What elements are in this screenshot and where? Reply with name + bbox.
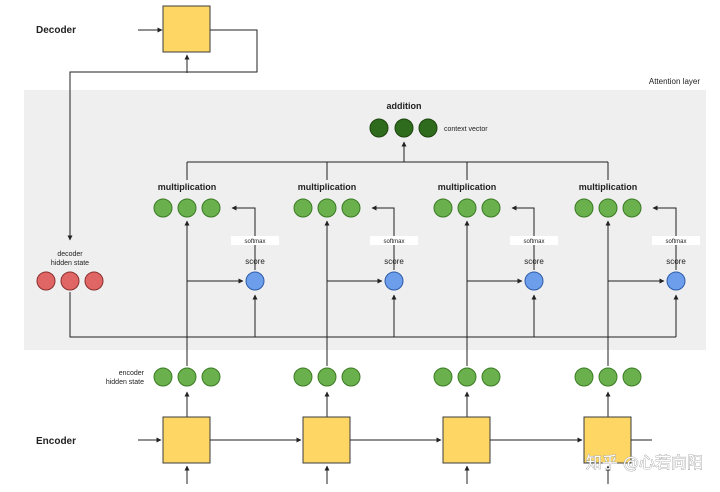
encoder-hidden-state-label-line1: encoder: [119, 370, 145, 377]
weighted-unit-3: [341, 198, 361, 218]
encoder-cell: [442, 416, 491, 464]
softmax-label: softmax: [665, 239, 686, 245]
column-2: multiplication softmax score: [293, 162, 418, 484]
score-label: score: [384, 257, 404, 266]
score-unit: [245, 271, 265, 291]
encoder-hidden-unit-2: [177, 367, 197, 387]
context-vector-unit-1: [369, 118, 389, 138]
context-vector-label: context vector: [444, 126, 488, 133]
score-label: score: [524, 257, 544, 266]
encoder-hidden-unit-1: [574, 367, 594, 387]
encoder-hidden-unit-3: [481, 367, 501, 387]
decoder-hidden-state-label-line2: hidden state: [51, 260, 89, 267]
weighted-unit-3: [622, 198, 642, 218]
softmax-arrow: [231, 205, 256, 270]
decoder-hidden-unit-2: [60, 271, 80, 291]
encoder-hidden-unit-3: [201, 367, 221, 387]
weighted-unit-2: [177, 198, 197, 218]
weighted-unit-2: [457, 198, 477, 218]
attention-layer-label: Attention layer: [649, 77, 700, 86]
weighted-unit-2: [598, 198, 618, 218]
softmax-box: [510, 236, 558, 245]
softmax-arrow: [511, 205, 535, 270]
encoder-hidden-unit-1: [433, 367, 453, 387]
encoder-hidden-unit-2: [598, 367, 618, 387]
weighted-unit-3: [481, 198, 501, 218]
encoder-hidden-unit-3: [341, 367, 361, 387]
decoder-cell: [162, 5, 211, 53]
softmax-arrow: [652, 205, 677, 270]
encoder-hidden-unit-2: [457, 367, 477, 387]
context-vector-unit-3: [418, 118, 438, 138]
encoder-cell: [583, 416, 632, 464]
softmax-label: softmax: [383, 239, 404, 245]
multiplication-label: multiplication: [158, 182, 217, 192]
multiplication-label: multiplication: [579, 182, 638, 192]
column-4: multiplication softmax score: [574, 162, 700, 484]
encoder-hidden-unit-1: [293, 367, 313, 387]
weighted-unit-1: [574, 198, 594, 218]
encoder-label: Encoder: [36, 436, 76, 447]
context-vector-unit-2: [394, 118, 414, 138]
softmax-box: [370, 236, 418, 245]
decoder-hidden-unit-1: [36, 271, 56, 291]
score-label: score: [666, 257, 686, 266]
weighted-unit-1: [153, 198, 173, 218]
encoder-cell: [302, 416, 351, 464]
encoder-hidden-unit-2: [317, 367, 337, 387]
column-3: multiplication softmax score: [433, 162, 558, 484]
score-unit: [384, 271, 404, 291]
decoder-label: Decoder: [36, 25, 76, 36]
softmax-box: [652, 236, 700, 245]
encoder-hidden-unit-3: [622, 367, 642, 387]
multiplication-label: multiplication: [298, 182, 357, 192]
encoder-hidden-state-label-line2: hidden state: [106, 379, 144, 386]
weighted-unit-1: [293, 198, 313, 218]
watermark: 知乎 @心若向阳: [586, 453, 703, 472]
weighted-unit-3: [201, 198, 221, 218]
decoder-to-hidden-state-line: [67, 29, 258, 241]
score-label: score: [245, 257, 265, 266]
weighted-unit-2: [317, 198, 337, 218]
softmax-label: softmax: [523, 239, 544, 245]
encoder-cell: [162, 416, 211, 464]
decoder-hidden-state-label-line1: decoder: [57, 251, 83, 258]
softmax-arrow: [371, 205, 395, 270]
score-unit: [524, 271, 544, 291]
attention-layer-panel: [24, 90, 706, 350]
multiplication-label: multiplication: [438, 182, 497, 192]
encoder-hidden-unit-1: [153, 367, 173, 387]
decoder-hidden-to-score-bus: [69, 292, 676, 338]
softmax-label: softmax: [244, 239, 265, 245]
score-unit: [666, 271, 686, 291]
addition-label: addition: [387, 101, 422, 111]
softmax-box: [231, 236, 279, 245]
weighted-unit-1: [433, 198, 453, 218]
decoder-hidden-unit-3: [84, 271, 104, 291]
